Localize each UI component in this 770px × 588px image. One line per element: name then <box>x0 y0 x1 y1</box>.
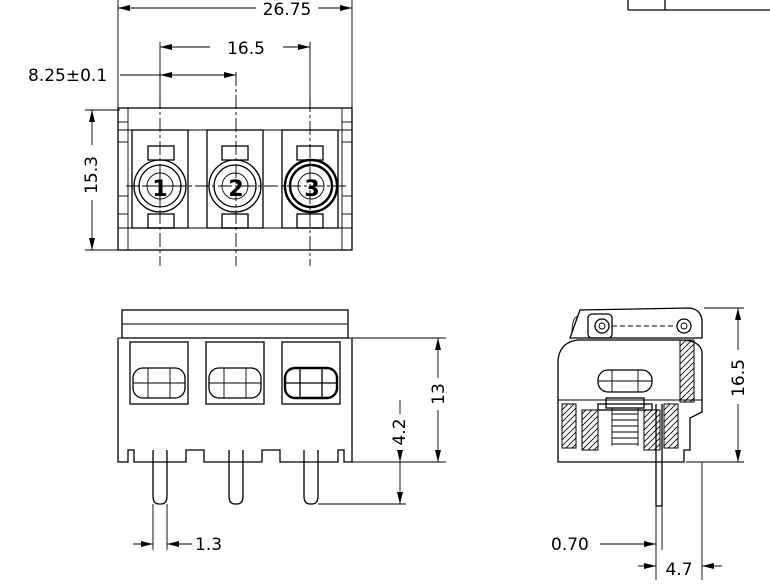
clamp-screw <box>597 369 653 446</box>
terminal-pole-2: 2 <box>206 129 264 229</box>
top-view: 26.75 16.5 8.25±0.1 15.3 <box>28 0 353 266</box>
dim-height: 13 <box>352 337 449 463</box>
dim-total-height: 16.5 <box>686 307 749 463</box>
dim-pin-thickness: 0.70 <box>551 506 663 580</box>
dim-total-height-label: 16.5 <box>729 359 749 397</box>
dim-overall-width-label: 26.75 <box>263 0 312 20</box>
dim-pitch-label: 16.5 <box>227 39 265 59</box>
front-cell-1 <box>129 341 189 405</box>
dim-pin-thickness-label: 0.70 <box>551 535 589 555</box>
side-view: 16.5 0.70 4.7 <box>551 307 749 580</box>
dim-depth: 15.3 <box>82 109 120 251</box>
dim-overall-width: 26.75 <box>118 0 352 20</box>
dim-pitch: 16.5 <box>160 39 310 59</box>
front-pins <box>152 450 319 505</box>
side-pin <box>655 404 663 507</box>
front-view: 13 4.2 1.3 <box>117 309 449 555</box>
dim-pin-length: 4.2 <box>318 400 410 505</box>
title-block-fragment <box>627 0 770 11</box>
dim-pin-offset: 4.7 <box>638 462 722 580</box>
dim-pin-width-label: 1.3 <box>195 535 222 555</box>
dim-half-offset-label: 8.25±0.1 <box>28 66 107 86</box>
dim-pin-length-label: 4.2 <box>390 418 410 445</box>
front-cell-3 <box>281 341 341 405</box>
dim-half-offset: 8.25±0.1 <box>28 66 236 86</box>
terminal-number-3: 3 <box>304 177 319 202</box>
dim-depth-label: 15.3 <box>82 156 102 194</box>
dim-pin-offset-label: 4.7 <box>665 560 692 580</box>
dim-height-label: 13 <box>429 383 449 405</box>
front-cell-2 <box>205 341 265 405</box>
dim-pin-width: 1.3 <box>133 504 222 555</box>
